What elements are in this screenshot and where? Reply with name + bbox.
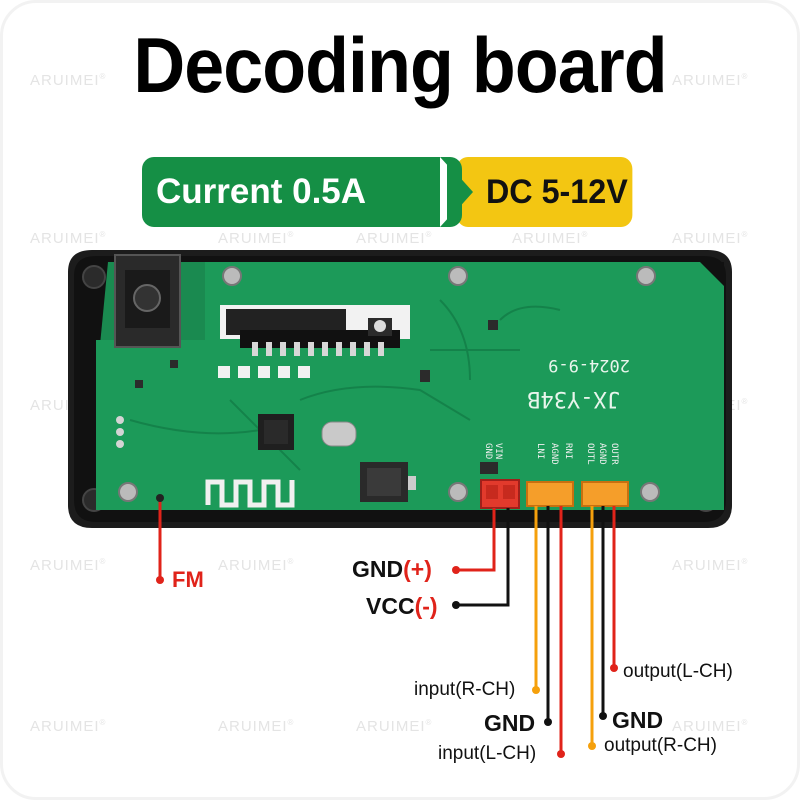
fm-label: FM [172, 567, 204, 592]
input-l-label: input(L-CH) [438, 743, 537, 764]
watermark-text: ARUIMEI [672, 718, 742, 735]
pin-label: VIN [493, 443, 503, 459]
antenna-trace [205, 479, 295, 508]
pin-label: AGND [549, 443, 559, 465]
watermark-text: ARUIMEI [672, 230, 742, 247]
pin-label: RNI [563, 443, 573, 459]
watermark: ARUIMEI® [672, 230, 749, 247]
voltage-text: DC 5-12V [485, 172, 628, 211]
pin-label: LNI [535, 443, 545, 459]
watermark: ARUIMEI® [30, 72, 107, 89]
vcc-text: VCC [366, 593, 415, 619]
watermark-text: ARUIMEI [356, 230, 426, 247]
watermark: ARUIMEI® [356, 718, 433, 735]
current-badge: Current 0.5A [142, 157, 462, 227]
screws [118, 266, 660, 502]
gnd-plus-sign: (+) [403, 556, 432, 582]
output-connector [581, 481, 629, 507]
watermark: ARUIMEI® [672, 718, 749, 735]
watermark-text: ARUIMEI [356, 718, 426, 735]
page-title: Decoding board [133, 21, 667, 109]
watermark-text: ARUIMEI [218, 557, 288, 574]
watermark-text: ARUIMEI [30, 718, 100, 735]
output-r-label: output(R-CH) [604, 735, 717, 756]
watermark: ARUIMEI® [218, 718, 295, 735]
watermark: ARUIMEI® [218, 557, 295, 574]
board-model: JX-Y34B [527, 386, 620, 411]
watermark: ARUIMEI® [218, 230, 295, 247]
watermark: ARUIMEI® [30, 557, 107, 574]
gnd-input-label: GND [484, 710, 536, 736]
input-connector [526, 481, 574, 507]
pin-label: GND [483, 443, 493, 459]
pin-label: OUTR [609, 443, 619, 465]
voltage-badge: DC 5-12V [456, 157, 633, 227]
watermark: ARUIMEI® [30, 230, 107, 247]
watermark: ARUIMEI® [512, 230, 589, 247]
watermark: ARUIMEI® [672, 72, 749, 89]
watermark-text: ARUIMEI [218, 230, 288, 247]
vcc-sign: (-) [414, 593, 438, 619]
watermark-text: ARUIMEI [218, 718, 288, 735]
board-date: 2024-9-9 [548, 355, 630, 375]
pin-label: OUTL [585, 443, 595, 465]
watermark-text: ARUIMEI [672, 72, 742, 89]
watermark: ARUIMEI® [356, 230, 433, 247]
watermark-text: ARUIMEI [30, 557, 100, 574]
vcc-label: VCC(-) [366, 593, 438, 620]
current-text: Current 0.5A [156, 172, 367, 211]
gnd-plus-text: GND [352, 556, 404, 582]
watermark-text: ARUIMEI [30, 72, 100, 89]
output-l-label: output(L-CH) [623, 661, 733, 682]
watermark: ARUIMEI® [672, 557, 749, 574]
pin-label: AGND [597, 443, 607, 465]
watermark-text: ARUIMEI [672, 557, 742, 574]
input-r-label: input(R-CH) [414, 679, 516, 700]
watermark-text: ARUIMEI [30, 230, 100, 247]
gnd-plus-label: GND(+) [352, 556, 432, 583]
watermark: ARUIMEI® [30, 718, 107, 735]
badge-arrow [447, 163, 473, 221]
watermark-text: ARUIMEI [512, 230, 582, 247]
gnd-output-label: GND [612, 707, 664, 733]
